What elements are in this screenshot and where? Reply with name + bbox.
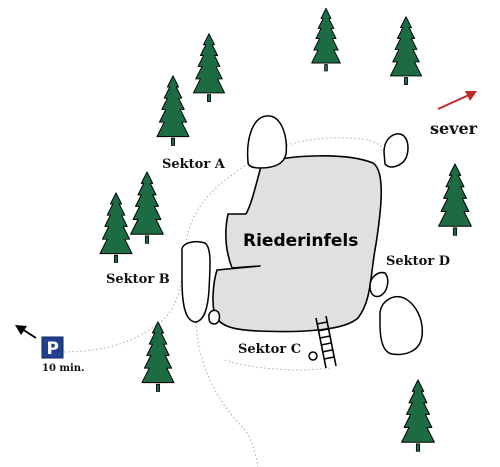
tree-icon [141, 321, 175, 392]
boulder-northeast [383, 133, 409, 168]
tree-icon [311, 7, 341, 72]
parking-icon: P [41, 336, 64, 359]
parking-letter: P [47, 339, 59, 359]
rock-riederinfels [212, 155, 383, 333]
sector-c-label: Sektor C [238, 342, 301, 357]
path-south [195, 317, 259, 467]
sector-d-label: Sektor D [386, 254, 450, 269]
tree-icon [389, 16, 423, 86]
boulders [181, 115, 424, 361]
rock-name: Riederinfels [243, 231, 358, 251]
tree-icon [401, 379, 435, 452]
north-arrow-icon [437, 91, 477, 110]
direction-arrow-icon [15, 325, 37, 339]
tree-icon [99, 192, 133, 263]
boulder-east-small [369, 271, 389, 298]
tree-icon [438, 163, 472, 236]
boulder-west [181, 240, 211, 323]
path-bottom [224, 359, 331, 371]
tree-icon [192, 33, 226, 103]
small-stone [308, 351, 318, 361]
north-label: sever [430, 119, 478, 138]
boulder-north [246, 115, 288, 169]
access-path [59, 255, 187, 353]
boulder-small-west [208, 309, 221, 325]
tree-icon [156, 75, 190, 146]
tree-icon [130, 171, 164, 244]
ladder-icon [315, 315, 337, 369]
sector-a-label: Sektor A [162, 157, 226, 172]
boulder-east-large [379, 296, 424, 356]
sector-b-label: Sektor B [106, 272, 170, 287]
parking-walk-time: 10 min. [42, 363, 85, 374]
